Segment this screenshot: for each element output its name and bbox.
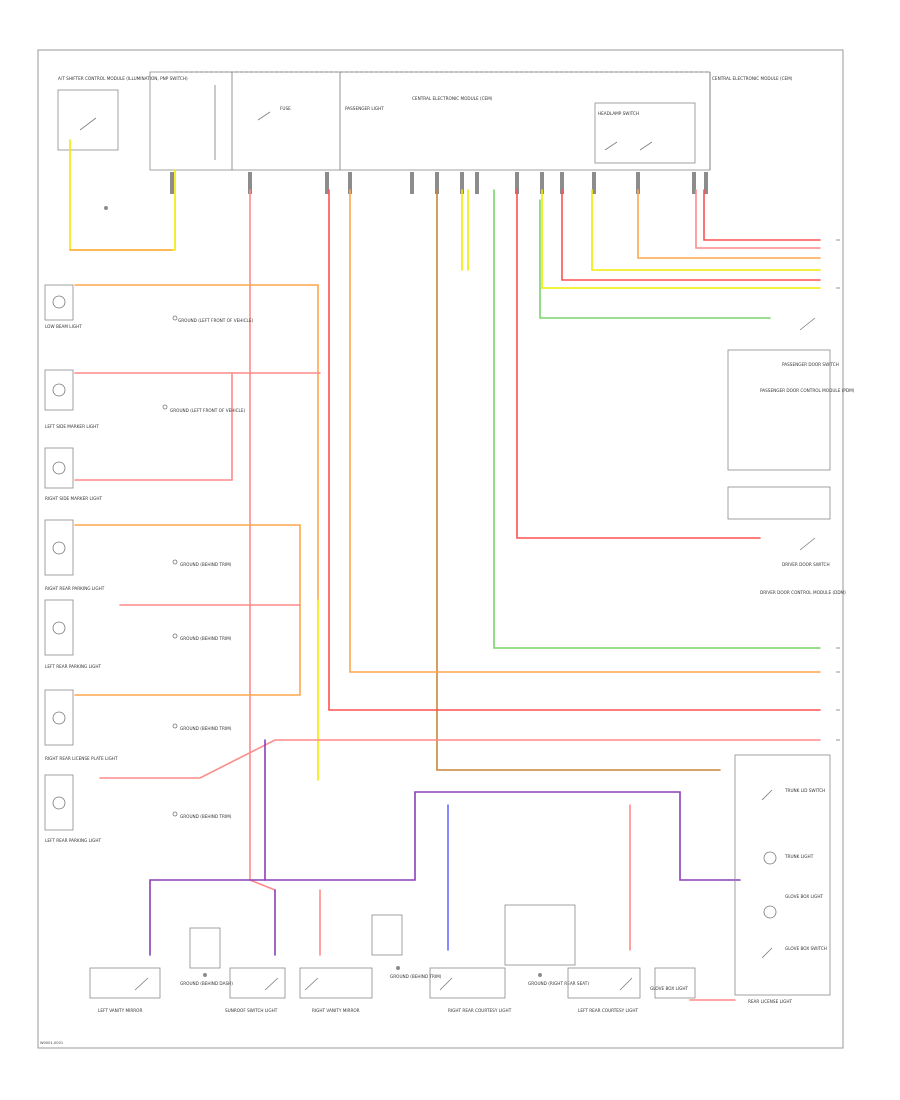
lamp-6: RIGHT REAR LICENSE PLATE LIGHT GROUND (B… bbox=[44, 689, 232, 761]
glove-switch-label: GLOVE BOX SWITCH bbox=[785, 946, 827, 951]
edge-ticks bbox=[836, 239, 840, 741]
diagram-id: W0001-0001 bbox=[40, 1041, 63, 1045]
shifter-module-label: A/T SHIFTER CONTROL MODULE (ILLUMINATION… bbox=[58, 76, 188, 81]
lamp-5-ground: GROUND (BEHIND TRIM) bbox=[180, 636, 232, 641]
bottom-8-label: GROUND (RIGHT REAR SEAT) bbox=[528, 981, 589, 986]
bottom-3-label: SUNROOF SWITCH LIGHT bbox=[225, 1008, 278, 1013]
lamp-7-ground: GROUND (BEHIND TRIM) bbox=[180, 814, 232, 819]
lamp-7: LEFT REAR PARKING LIGHT GROUND (BEHIND T… bbox=[44, 774, 232, 843]
central-module-box bbox=[149, 71, 711, 171]
lamp-6-ground: GROUND (BEHIND TRIM) bbox=[180, 726, 232, 731]
right-module-label: CENTRAL ELECTRONIC MODULE (CEM) bbox=[712, 76, 793, 81]
bottom-2-label: GROUND (BEHIND DASH) bbox=[180, 981, 233, 986]
headlamp-switch-label: HEADLAMP SWITCH bbox=[598, 111, 639, 116]
lamp-4-ground: GROUND (BEHIND TRIM) bbox=[180, 562, 232, 567]
fuse-label: FUSE bbox=[280, 106, 291, 111]
lamp-3-label: RIGHT SIDE MARKER LIGHT bbox=[45, 496, 103, 501]
diagram-frame bbox=[37, 49, 844, 1049]
lamp-4-label: RIGHT REAR PARKING LIGHT bbox=[45, 586, 105, 591]
bottom-7-label: LEFT REAR COURTESY LIGHT bbox=[578, 1008, 638, 1013]
shifter-module-box bbox=[57, 89, 119, 151]
trunk-switch-label: TRUNK LID SWITCH bbox=[784, 788, 825, 793]
passenger-label: PASSENGER LIGHT bbox=[345, 106, 384, 111]
lamp-6-label: RIGHT REAR LICENSE PLATE LIGHT bbox=[45, 756, 118, 761]
bottom-6-label: RIGHT REAR COURTESY LIGHT bbox=[448, 1008, 512, 1013]
lamp-2: LEFT SIDE MARKER LIGHT GROUND (LEFT FRON… bbox=[44, 369, 246, 429]
lamp-4: RIGHT REAR PARKING LIGHT GROUND (BEHIND … bbox=[44, 519, 232, 591]
lamp-2-ground: GROUND (LEFT FRONT OF VEHICLE) bbox=[170, 408, 246, 413]
left-lamps: LOW BEAM LIGHT GROUND (LEFT FRONT OF VEH… bbox=[44, 284, 254, 843]
trunk-light-label: TRUNK LIGHT bbox=[784, 854, 814, 859]
ground-point bbox=[104, 206, 108, 210]
driver-module-label: DRIVER DOOR CONTROL MODULE (DDM) bbox=[760, 590, 846, 595]
passenger-module-label: PASSENGER DOOR CONTROL MODULE (PDM) bbox=[760, 388, 855, 393]
lamp-5: LEFT REAR PARKING LIGHT GROUND (BEHIND T… bbox=[44, 599, 232, 669]
driver-door-switch-label: DRIVER DOOR SWITCH bbox=[782, 562, 830, 567]
bottom-9-label: GLOVE BOX LIGHT bbox=[650, 986, 688, 991]
lamp-3: RIGHT SIDE MARKER LIGHT bbox=[44, 447, 103, 501]
glove-light-label: GLOVE BOX LIGHT bbox=[785, 894, 823, 899]
right-components: PASSENGER DOOR SWITCH PASSENGER DOOR CON… bbox=[727, 317, 855, 1004]
lamp-1-ground: GROUND (LEFT FRONT OF VEHICLE) bbox=[178, 318, 254, 323]
bottom-components: LEFT VANITY MIRROR GROUND (BEHIND DASH) … bbox=[89, 904, 736, 1013]
lamp-1: LOW BEAM LIGHT GROUND (LEFT FRONT OF VEH… bbox=[44, 284, 254, 329]
lamp-1-label: LOW BEAM LIGHT bbox=[45, 324, 82, 329]
module-connectors bbox=[170, 172, 708, 194]
bcm-label: CENTRAL ELECTRONIC MODULE (CEM) bbox=[412, 96, 493, 101]
lamp-7-label: LEFT REAR PARKING LIGHT bbox=[45, 838, 102, 843]
wires bbox=[69, 139, 821, 956]
passenger-door-switch-label: PASSENGER DOOR SWITCH bbox=[782, 362, 839, 367]
rear-license-label: REAR LICENSE LIGHT bbox=[748, 999, 793, 1004]
bottom-1-label: LEFT VANITY MIRROR bbox=[98, 1008, 142, 1013]
lamp-5-label: LEFT REAR PARKING LIGHT bbox=[45, 664, 102, 669]
bottom-4-label: RIGHT VANITY MIRROR bbox=[312, 1008, 360, 1013]
lamp-2-label: LEFT SIDE MARKER LIGHT bbox=[45, 424, 99, 429]
bottom-5-label: GROUND (BEHIND TRIM) bbox=[390, 974, 442, 979]
headlamp-switch-box bbox=[594, 102, 696, 164]
